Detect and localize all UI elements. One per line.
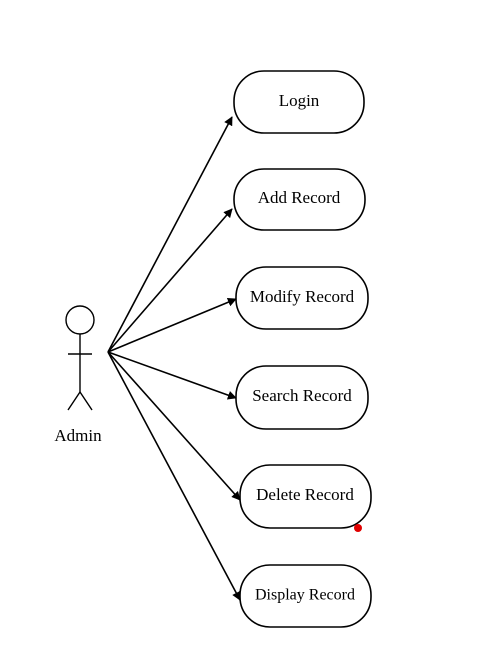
association-modify-record	[107, 297, 237, 353]
actor-right-leg	[79, 391, 93, 411]
actor-admin: Admin	[54, 305, 102, 445]
use-case-login-label: Login	[279, 91, 320, 110]
use-case-add-record: Add Record	[233, 168, 366, 231]
association-display-record	[107, 351, 241, 601]
use-case-add-record-label: Add Record	[258, 188, 341, 207]
use-case-modify-record: Modify Record	[235, 266, 369, 330]
use-case-display-record-shape	[239, 564, 372, 628]
use-case-login: Login	[233, 70, 365, 134]
use-case-search-record-shape	[235, 365, 369, 430]
use-case-search-record-label: Search Record	[252, 386, 352, 405]
use-case-display-record: Display Record	[239, 564, 372, 628]
use-case-modify-record-shape	[235, 266, 369, 330]
use-case-add-record-shape	[233, 168, 366, 231]
use-case-display-record-label: Display Record	[255, 587, 355, 604]
marker-dot	[354, 524, 362, 532]
use-case-search-record: Search Record	[235, 365, 369, 430]
use-case-delete-record: Delete Record	[239, 464, 372, 529]
use-case-delete-record-shape	[239, 464, 372, 529]
association-delete-record	[107, 351, 241, 501]
actor-label: Admin	[54, 426, 102, 445]
actor-left-leg	[67, 391, 81, 411]
association-search-record	[107, 351, 237, 400]
association-add-record	[107, 208, 233, 353]
use-case-delete-record-label: Delete Record	[256, 485, 354, 504]
use-case-modify-record-label: Modify Record	[250, 287, 355, 306]
use-case-login-shape	[233, 70, 365, 134]
associations	[107, 116, 241, 601]
actor-head	[65, 305, 95, 335]
association-login	[107, 116, 233, 353]
